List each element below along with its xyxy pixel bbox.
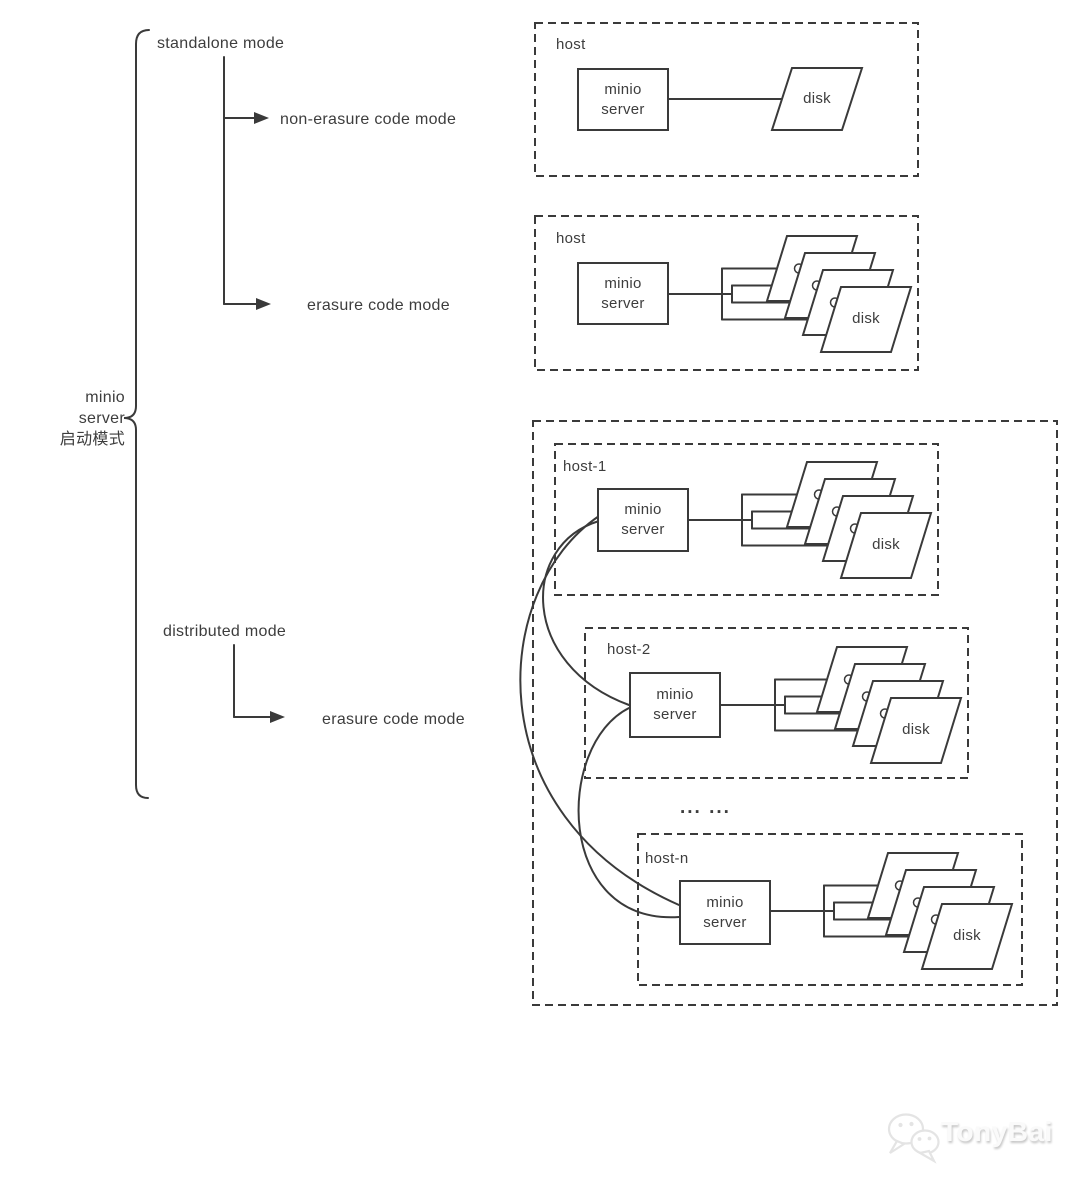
server-label-line1: minio	[706, 893, 744, 911]
tree-root-line1: minio	[85, 389, 125, 406]
hostn-server-label: minio server	[680, 881, 770, 944]
host2-group	[584, 627, 969, 779]
link-host2-hostn-curve	[577, 707, 680, 919]
host1-disk4-shape	[839, 512, 933, 579]
standalone-erasure-code-mode-label: erasure code mode	[307, 297, 450, 314]
watermark-name: TonyBai	[941, 1116, 1053, 1147]
wechat-big-bubble-eye-right	[909, 1121, 914, 1127]
host-single-box	[534, 22, 919, 177]
host2-disk-label: disk	[902, 721, 930, 738]
host2-server-label: minio server	[630, 673, 720, 737]
wechat-big-bubble-eye-left	[898, 1122, 903, 1128]
distributed-erasure-code-mode-label: erasure code mode	[322, 711, 465, 728]
host-single-disk-shape	[770, 67, 864, 131]
tree-root-line2: server	[78, 410, 125, 427]
distributed-mode-label: distributed mode	[163, 623, 287, 640]
root-brace	[123, 29, 150, 799]
server-label-line1: minio	[604, 274, 642, 292]
host1-group	[554, 443, 939, 596]
host-erasure-disk4-shape	[819, 286, 913, 353]
standalone-child1-arrowhead	[254, 112, 269, 124]
host1-box	[554, 443, 939, 596]
host-single-group	[534, 22, 919, 177]
hostn-disk4-shape	[920, 903, 1014, 970]
hostn-box	[637, 833, 1023, 986]
server-label-line2: server	[601, 294, 645, 312]
host2-disk4-shape	[869, 697, 963, 764]
host-erasure-box	[534, 215, 919, 371]
host-erasure-disk-label: disk	[852, 310, 880, 327]
host1-server-label: minio server	[598, 489, 688, 551]
server-label-line1: minio	[604, 80, 642, 98]
cluster-ellipsis: ... ...	[680, 797, 731, 818]
host-erasure-title: host	[556, 230, 586, 247]
hostn-title: host-n	[645, 850, 689, 867]
wechat-small-bubble-eye-right	[927, 1136, 932, 1141]
distributed-child1-arrowhead	[270, 711, 285, 723]
host-single-server-label: minio server	[578, 69, 668, 130]
host1-server-box	[597, 488, 689, 552]
wechat-small-bubble-tail	[916, 1149, 937, 1164]
server-label-line1: minio	[656, 686, 694, 703]
standalone-child2-arrowhead	[256, 298, 271, 310]
wechat-small-bubble-eye-left	[917, 1137, 922, 1141]
standalone-mode-label: standalone mode	[157, 35, 285, 52]
cluster-outer-box	[532, 420, 1058, 1006]
host2-box	[584, 627, 969, 779]
hostn-disk-label: disk	[953, 927, 981, 944]
server-label-line2: server	[621, 521, 665, 538]
link-host1-hostn-curve	[519, 515, 680, 906]
server-label-line2: server	[703, 913, 747, 931]
server-label-line1: minio	[624, 501, 662, 518]
non-erasure-code-mode-label: non-erasure code mode	[280, 111, 457, 128]
host1-disk-label: disk	[872, 536, 900, 553]
tree-root-line3: 启动模式	[59, 431, 125, 448]
server-label-line2: server	[653, 706, 697, 723]
host-single-disk-label: disk	[803, 90, 831, 107]
wechat-icon	[887, 1113, 940, 1164]
host-single-title: host	[556, 36, 586, 53]
wechat-big-bubble-tail	[889, 1139, 907, 1154]
tree-root-label: minio server 启动模式	[30, 387, 125, 450]
host-erasure-server-box	[577, 262, 669, 325]
host2-title: host-2	[607, 641, 651, 658]
host-single-server-box	[577, 68, 669, 131]
host-erasure-server-label: minio server	[578, 263, 668, 324]
host2-server-box	[629, 672, 721, 738]
wechat-small-bubble	[910, 1129, 940, 1155]
host-erasure-group	[534, 215, 919, 371]
hostn-server-box	[679, 880, 771, 945]
hostn-group	[637, 833, 1023, 986]
host1-title: host-1	[563, 458, 607, 475]
server-label-line2: server	[601, 100, 645, 118]
link-host1-host2-curve	[542, 520, 630, 706]
